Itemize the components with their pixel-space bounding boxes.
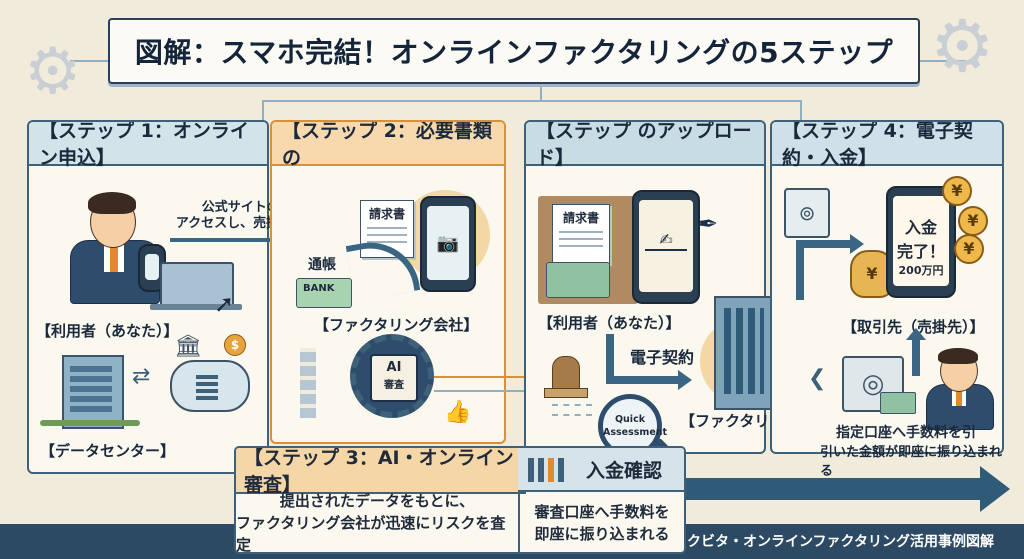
pen-icon: ✒ — [698, 210, 719, 238]
gear-icon-right: ⚙ — [930, 4, 995, 88]
step3-box: 【ステップ 3：AI・オンライン審査】 入金確認 提出されたデータをもとに、 フ… — [234, 446, 686, 554]
client-label: 【取引先（売掛先）】 — [842, 318, 985, 336]
yen-coin-icon-3: ¥ — [954, 234, 984, 264]
invoice-document-step2: 請求書 — [360, 200, 414, 258]
vault-icon: ◎ — [842, 356, 904, 412]
client-person-illustration — [920, 346, 1000, 430]
bottom-flow-arrow — [682, 478, 982, 500]
laptop-icon — [160, 262, 234, 308]
coin-icon: $ — [224, 334, 246, 356]
step3-header: 【ステップ 3：AI・オンライン審査】 — [236, 448, 526, 496]
ai-chip: AI 審査 — [370, 354, 418, 402]
user-label-step3: 【利用者（あなた）】 — [538, 314, 681, 332]
step1-header: 【ステップ 1：オンライン申込】 — [29, 122, 267, 169]
bank-icon: 🏛 — [174, 334, 202, 359]
safe-icon: ⊚ — [784, 188, 830, 238]
company-label-step2: 【ファクタリング会社】 — [314, 316, 479, 334]
step-upload-header: 【ステップ のアップロード】 — [526, 122, 764, 169]
yen-coin-icon-2: ¥ — [958, 206, 988, 236]
deposit-confirm-description: 審査口座へ手数料を 即座に振り込まれる — [534, 503, 670, 543]
datacenter-label: 【データセンター】 — [40, 442, 176, 460]
flow-arrow-step4 — [796, 240, 804, 300]
step3-description: 提出されたデータをもとに、 ファクタリング会社が迅速にリスクを査定 — [236, 492, 520, 552]
transfer-text: 指定口座へ手数料を引 引いた金額が即座に振り込まれる — [820, 425, 1003, 479]
yen-coin-icon-1: ¥ — [942, 176, 972, 206]
bank-card-icon: BANK — [296, 278, 352, 308]
bottom-arrow-head — [980, 466, 1010, 512]
document-stack-icon — [300, 348, 316, 418]
stamp-icon — [552, 356, 580, 392]
cursor-icon: ➚ — [214, 290, 235, 318]
smartphone-camera-icon: 📷 — [420, 196, 476, 292]
step2-header: 【ステップ 2：必要書類の — [272, 122, 504, 169]
smartphone-deposit-icon: 入金 完了！ 200万円 — [886, 186, 956, 298]
title-banner: 図解：スマホ完結！オンラインファクタリングの5ステップ — [108, 18, 920, 84]
flow-arrow-contract — [606, 334, 614, 380]
gear-icon-left: ⚙ — [24, 35, 82, 109]
deposit-confirm-header: 入金確認 — [518, 448, 684, 492]
e-contract-label: 電子契約 — [630, 348, 695, 367]
user-label-step1: 【利用者（あなた）】 — [36, 322, 179, 340]
passbook-label: 通帳 — [308, 257, 336, 273]
bar-chart-icon — [528, 458, 568, 482]
page-title: 図解：スマホ完結！オンラインファクタリングの5ステップ — [134, 36, 894, 69]
double-arrow-icon: ⇄ — [132, 364, 151, 389]
footer-text: ファクビタ・オンラインファクタリング活用事例図解 — [658, 534, 994, 550]
bank-card-step3 — [546, 262, 610, 298]
left-arrow-icon: ❮ — [808, 366, 827, 391]
smartphone-signature-icon: ✍ — [632, 190, 700, 304]
office-building-icon — [714, 296, 776, 410]
step4-header: 【ステップ 4：電子契約・入金】 — [772, 122, 1002, 169]
invoice-document-step3: 請求書 — [552, 204, 610, 264]
thumbs-up-icon: 👍 — [444, 400, 472, 425]
